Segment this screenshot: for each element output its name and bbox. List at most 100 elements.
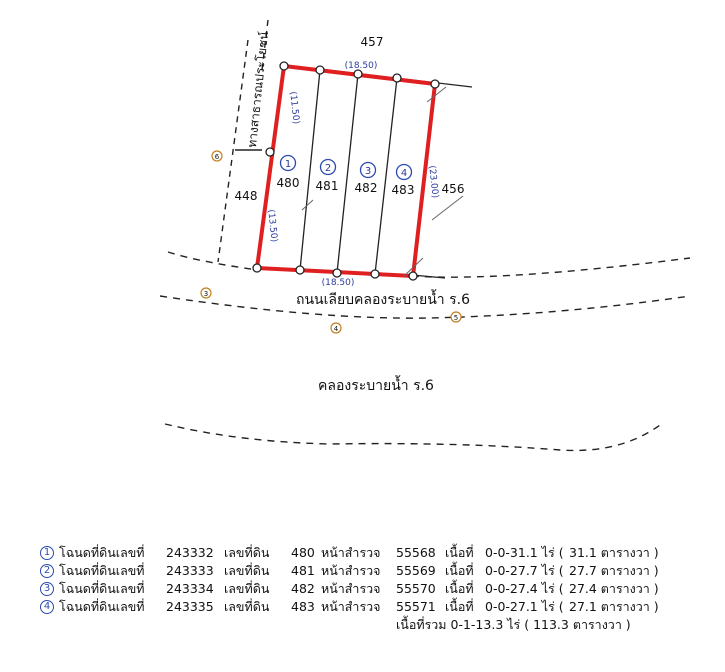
plot-lot-481: 481 (316, 179, 339, 193)
plot-badge-1 (279, 154, 297, 172)
marker-6-text: 6 (215, 153, 220, 161)
canal-edge-bottom (164, 423, 661, 452)
plot-badge-2-text: 2 (325, 163, 331, 174)
legend-doc-label: โฉนดที่ดินเลขที่ (59, 545, 145, 560)
dim-left-lower: (13.50) (265, 209, 278, 243)
legend-area-rai: 0-0-27.4 ไร่ ( (485, 581, 564, 596)
legend-doc-number: 243335 (166, 599, 214, 614)
legend-page-number: 55570 (396, 581, 436, 596)
pin (295, 265, 305, 275)
plot-badge-2 (319, 158, 337, 176)
legend-area-wah: 27.4 ตารางวา ) (569, 581, 659, 596)
legend-lot-number: 480 (291, 545, 315, 560)
leader-456 (431, 195, 464, 221)
legend-doc-number: 243333 (166, 563, 214, 578)
legend-number-badge: 3 (40, 582, 54, 596)
legend-row: 4 โฉนดที่ดินเลขที่ 243335 เลขที่ดิน 483 … (40, 598, 680, 616)
pin (392, 73, 402, 83)
canal-road-edge-bottom (159, 295, 691, 319)
legend-lot-label: เลขที่ดิน (224, 581, 270, 596)
marker-5 (450, 311, 462, 323)
plot-divider-2 (336, 73, 359, 274)
boundary-pins (252, 61, 440, 281)
legend-lot-number: 483 (291, 599, 315, 614)
public-road-edge-inner (261, 19, 269, 71)
legend-area-label: เนื้อที่ (445, 563, 474, 578)
canal-road (159, 251, 691, 319)
legend-lot-label: เลขที่ดิน (224, 599, 270, 614)
pin (408, 271, 418, 281)
legend-area-rai: 0-0-31.1 ไร่ ( (485, 545, 564, 560)
legend-area-wah: 27.1 ตารางวา ) (569, 599, 659, 614)
land-plan-diagram: 1 2 3 4 480 481 482 483 457 448 456 (18.… (159, 19, 691, 452)
plot-number-badges (279, 154, 413, 181)
marker-6 (211, 150, 223, 162)
pin (430, 79, 440, 89)
legend-page-number: 55569 (396, 563, 436, 578)
public-road (217, 19, 269, 263)
legend-doc-label: โฉนดที่ดินเลขที่ (59, 599, 145, 614)
marker-4-text: 4 (334, 325, 339, 333)
plot-badge-3 (359, 161, 377, 179)
dim-left-upper: (11.50) (287, 91, 300, 125)
legend-page-label: หน้าสำรวจ (321, 545, 381, 560)
legend-area-label: เนื้อที่ (445, 599, 474, 614)
pin (332, 268, 342, 278)
legend-row: 3 โฉนดที่ดินเลขที่ 243334 เลขที่ดิน 482 … (40, 580, 680, 598)
plot-badge-4-text: 4 (401, 168, 407, 179)
legend-area-wah: 27.7 ตารางวา ) (569, 563, 659, 578)
plot-lot-483: 483 (392, 183, 415, 197)
legend-area-rai: 0-0-27.1 ไร่ ( (485, 599, 564, 614)
legend-number-badge: 4 (40, 600, 54, 614)
marker-3 (200, 287, 212, 299)
legend-lot-label: เลขที่ดิน (224, 563, 270, 578)
plot-dividers (299, 69, 398, 275)
leader-457 (426, 86, 447, 103)
leader-lines (301, 86, 464, 277)
deed-legend: 1 โฉนดที่ดินเลขที่ 243332 เลขที่ดิน 480 … (40, 544, 680, 634)
dim-top: (18.50) (345, 61, 378, 71)
canal (164, 423, 661, 452)
legend-area-wah: 31.1 ตารางวา ) (569, 545, 659, 560)
plot-lot-480: 480 (277, 176, 300, 190)
plot-divider-3 (374, 77, 398, 275)
plot-badge-4 (395, 163, 413, 181)
canal-road-edge-top (167, 251, 259, 271)
leader-road (403, 257, 424, 277)
pin (370, 269, 380, 279)
legend-page-label: หน้าสำรวจ (321, 581, 381, 596)
neighbor-lot-457: 457 (361, 35, 384, 49)
legend-total-area: เนื้อที่รวม 0-1-13.3 ไร่ ( 113.3 ตารางวา… (396, 617, 631, 632)
legend-doc-label: โฉนดที่ดินเลขที่ (59, 581, 145, 596)
leader-lot-481 (301, 199, 314, 211)
legend-area-label: เนื้อที่ (445, 581, 474, 596)
legend-page-label: หน้าสำรวจ (321, 563, 381, 578)
legend-doc-number: 243332 (166, 545, 214, 560)
marker-3-text: 3 (204, 290, 208, 298)
plot-badge-1-text: 1 (285, 159, 291, 170)
marker-4 (330, 322, 342, 334)
canal-road-label: ถนนเลียบคลองระบายน้ำ ร.6 (296, 289, 470, 308)
marker-5-text: 5 (454, 314, 458, 322)
legend-doc-number: 243334 (166, 581, 214, 596)
legend-page-number: 55571 (396, 599, 436, 614)
pin (353, 69, 363, 79)
pin (315, 65, 325, 75)
legend-area-label: เนื้อที่ (445, 545, 474, 560)
legend-number-badge: 1 (40, 546, 54, 560)
pin (265, 147, 275, 157)
plot-divider-1 (299, 69, 321, 271)
public-road-label: ทางสาธารณประโยชน์ (245, 31, 271, 149)
legend-page-label: หน้าสำรวจ (321, 599, 381, 614)
neighbor-lot-448: 448 (235, 189, 258, 203)
plot-lot-482: 482 (355, 181, 378, 195)
legend-page-number: 55568 (396, 545, 436, 560)
neighbor-lot-456: 456 (442, 182, 465, 196)
legend-number-badge: 2 (40, 564, 54, 578)
public-road-edge-outer (217, 39, 249, 263)
canal-label: คลองระบายน้ำ ร.6 (318, 375, 434, 394)
legend-lot-number: 481 (291, 563, 315, 578)
dim-right: (23.00) (426, 165, 439, 199)
legend-area-rai: 0-0-27.7 ไร่ ( (485, 563, 564, 578)
pin (279, 61, 289, 71)
